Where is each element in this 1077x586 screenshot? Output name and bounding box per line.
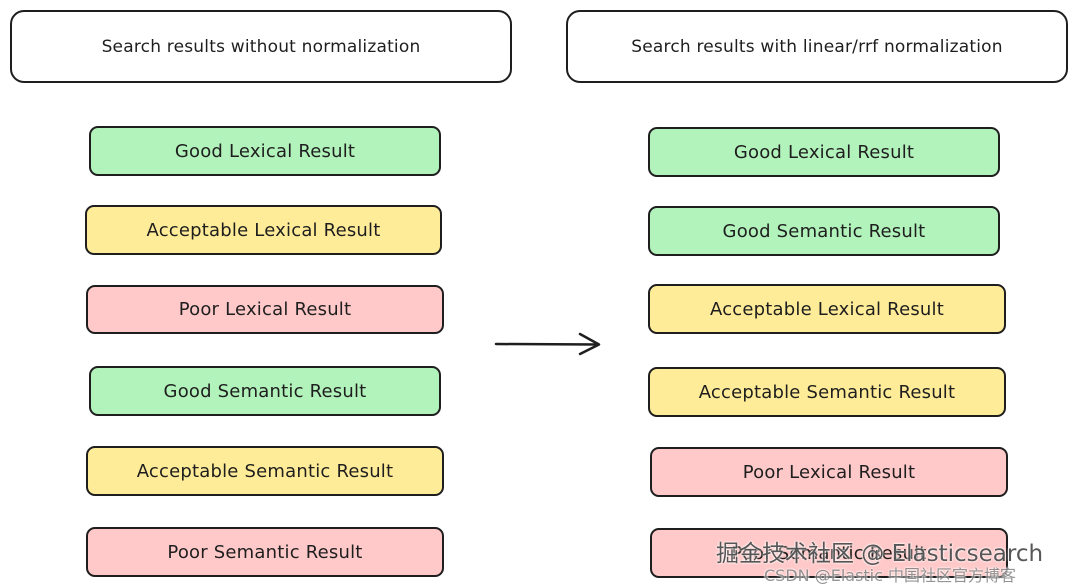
result-label: Acceptable Lexical Result xyxy=(146,219,381,241)
right-result-card: Poor Lexical Result xyxy=(650,447,1008,497)
result-label: Poor Semantic Result xyxy=(167,541,363,563)
result-label: Acceptable Lexical Result xyxy=(710,298,944,320)
right-header-label: Search results with linear/rrf normaliza… xyxy=(631,36,1003,57)
left-result-card: Poor Lexical Result xyxy=(86,285,444,334)
result-label: Acceptable Semantic Result xyxy=(698,381,956,403)
left-header-label: Search results without normalization xyxy=(101,36,421,57)
right-result-card: Poor Semantic Result xyxy=(650,528,1008,578)
left-result-card: Good Lexical Result xyxy=(89,126,441,176)
right-header: Search results with linear/rrf normaliza… xyxy=(566,10,1068,83)
left-header: Search results without normalization xyxy=(10,10,512,83)
result-label: Good Semantic Result xyxy=(722,220,926,242)
watermark-line-1: 掘金技术社区 @ Elasticsearch xyxy=(716,541,1044,567)
left-result-card: Poor Semantic Result xyxy=(86,527,444,577)
watermark: 掘金技术社区 @ Elasticsearch CSDN @Elastic 中国社… xyxy=(716,534,1044,585)
result-label: Poor Semantic Result xyxy=(731,542,927,564)
watermark-line-2: CSDN @Elastic 中国社区官方博客 xyxy=(764,566,1017,585)
right-arrow-icon xyxy=(494,332,601,356)
right-result-card: Acceptable Semantic Result xyxy=(648,367,1006,417)
right-result-card: Good Semantic Result xyxy=(648,206,1000,256)
right-result-card: Acceptable Lexical Result xyxy=(648,284,1006,334)
result-label: Good Semantic Result xyxy=(163,380,367,402)
left-result-card: Good Semantic Result xyxy=(89,366,441,416)
result-label: Poor Lexical Result xyxy=(742,461,916,483)
result-label: Good Lexical Result xyxy=(174,140,356,162)
result-label: Good Lexical Result xyxy=(733,141,915,163)
result-label: Poor Lexical Result xyxy=(178,299,352,320)
left-result-card: Acceptable Semantic Result xyxy=(86,446,444,496)
result-label: Acceptable Semantic Result xyxy=(136,460,394,482)
right-result-card: Good Lexical Result xyxy=(648,127,1000,177)
left-result-card: Acceptable Lexical Result xyxy=(85,205,442,255)
